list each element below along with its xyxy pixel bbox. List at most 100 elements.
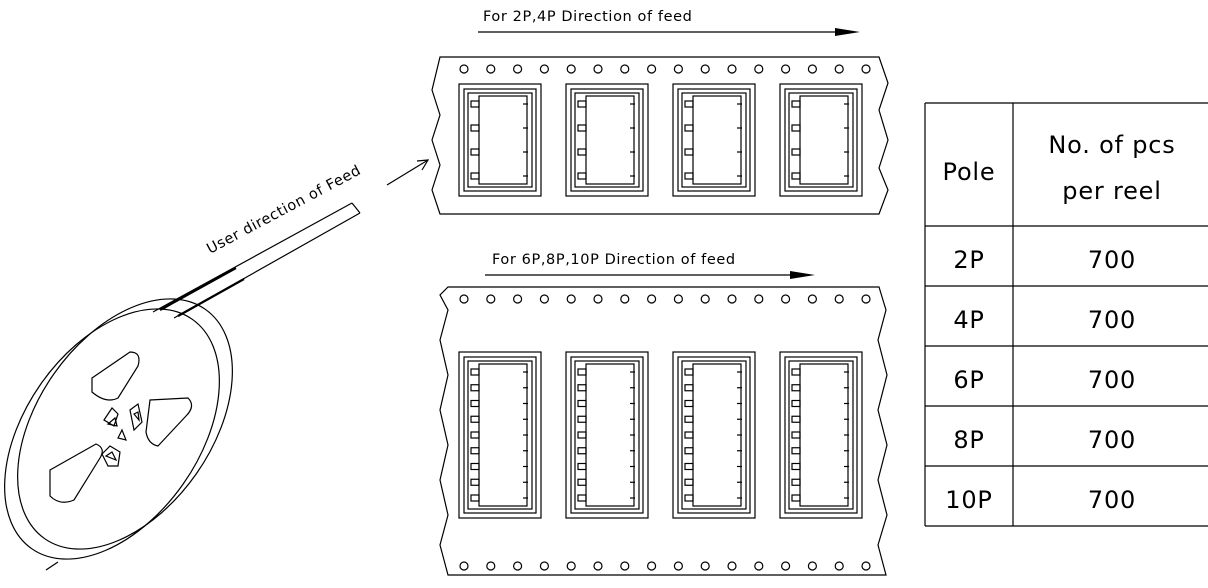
sprocket-hole <box>807 294 818 304</box>
sprocket-hole <box>539 294 550 304</box>
component-pocket <box>779 351 863 519</box>
table-header-pole: Pole <box>943 158 996 186</box>
component-pocket <box>672 351 756 519</box>
sprocket-hole <box>700 561 710 571</box>
sprocket-hole <box>512 561 523 571</box>
component-pocket <box>779 83 863 197</box>
feed-arrow-icon <box>386 159 430 186</box>
component-pocket <box>565 83 649 197</box>
sprocket-hole <box>486 561 496 571</box>
tape-2p-4p-direction-label: For 2P,4P Direction of feed <box>483 9 692 25</box>
component-pocket <box>565 351 649 519</box>
connector-pin <box>470 462 480 471</box>
connector-pin <box>684 399 694 408</box>
table-cell-qty: 700 <box>1088 426 1136 454</box>
sprocket-hole <box>834 294 844 304</box>
connector-body <box>478 95 528 185</box>
connector-pin <box>470 172 480 180</box>
sprocket-hole <box>539 64 550 74</box>
sprocket-hole <box>512 294 523 304</box>
connector-pin <box>470 447 480 455</box>
connector-pin <box>791 399 801 408</box>
sprocket-hole <box>754 64 764 74</box>
table-cell-pole: 8P <box>953 426 984 454</box>
table-header-qty-line1: No. of pcs <box>1048 131 1175 159</box>
sprocket-hole <box>834 64 844 74</box>
connector-pin <box>684 124 694 132</box>
sprocket-hole <box>620 561 630 571</box>
connector-pin <box>470 431 480 439</box>
connector-pin <box>577 172 587 180</box>
table-cell-qty: 700 <box>1088 366 1136 394</box>
sprocket-hole <box>807 64 818 74</box>
sprocket-holes <box>459 294 871 304</box>
sprocket-hole <box>861 561 871 571</box>
component-pockets <box>458 83 863 197</box>
connector-pin <box>470 415 480 423</box>
connector-pin <box>791 494 801 502</box>
connector-pin <box>791 478 801 486</box>
connector-pin <box>577 447 587 455</box>
sprocket-hole <box>780 561 791 571</box>
sprocket-hole <box>861 64 871 74</box>
connector-body <box>799 363 849 507</box>
direction-arrowhead-icon <box>790 271 815 279</box>
sprocket-hole <box>673 294 684 304</box>
sprocket-hole <box>566 561 576 571</box>
connector-pin <box>577 100 587 108</box>
sprocket-hole <box>620 64 630 74</box>
connector-pin <box>684 447 694 455</box>
tape-6p-8p-10p: For 6P,8P,10P Direction of feed <box>439 252 888 576</box>
sprocket-hole <box>566 294 576 304</box>
tape-6p-8p-10p-direction-label: For 6P,8P,10P Direction of feed <box>492 252 736 268</box>
connector-pin <box>470 399 480 408</box>
connector-pin <box>791 368 801 376</box>
connector-pin <box>577 494 587 502</box>
connector-pin <box>791 172 801 180</box>
sprocket-hole <box>593 561 603 571</box>
connector-pin <box>470 478 480 486</box>
sprocket-hole <box>646 64 657 74</box>
connector-body <box>585 363 635 507</box>
sprocket-hole <box>673 561 684 571</box>
connector-pin <box>577 415 587 423</box>
connector-body <box>585 95 635 185</box>
connector-pin <box>684 148 694 156</box>
sprocket-hole <box>727 294 737 304</box>
sprocket-hole <box>807 561 818 571</box>
connector-pin <box>791 124 801 132</box>
sprocket-hole <box>459 294 469 304</box>
reel-drawing <box>4 202 361 571</box>
component-pockets <box>458 351 863 519</box>
connector-pin <box>470 384 480 392</box>
sprocket-hole <box>780 294 791 304</box>
connector-pin <box>577 399 587 408</box>
sprocket-hole <box>593 64 603 74</box>
connector-body <box>478 363 528 507</box>
sprocket-hole <box>727 561 737 571</box>
connector-pin <box>791 462 801 471</box>
reel-quantity-table: Pole No. of pcs per reel 2P 700 4P 700 6… <box>924 102 1208 527</box>
table-cell-qty: 700 <box>1088 486 1136 514</box>
connector-pin <box>684 172 694 180</box>
sprocket-hole <box>620 294 630 304</box>
connector-pin <box>791 447 801 455</box>
connector-body <box>799 95 849 185</box>
component-pocket <box>672 83 756 197</box>
connector-pin <box>577 431 587 439</box>
component-pocket <box>458 83 542 197</box>
sprocket-hole <box>673 64 684 74</box>
connector-pin <box>577 148 587 156</box>
connector-pin <box>684 368 694 376</box>
sprocket-hole <box>539 561 550 571</box>
sprocket-hole <box>646 561 657 571</box>
connector-pin <box>684 494 694 502</box>
connector-pin <box>470 368 480 376</box>
sprocket-hole <box>834 561 844 571</box>
sprocket-hole <box>459 561 469 571</box>
connector-pin <box>791 431 801 439</box>
connector-pin <box>791 384 801 392</box>
sprocket-hole <box>727 64 737 74</box>
